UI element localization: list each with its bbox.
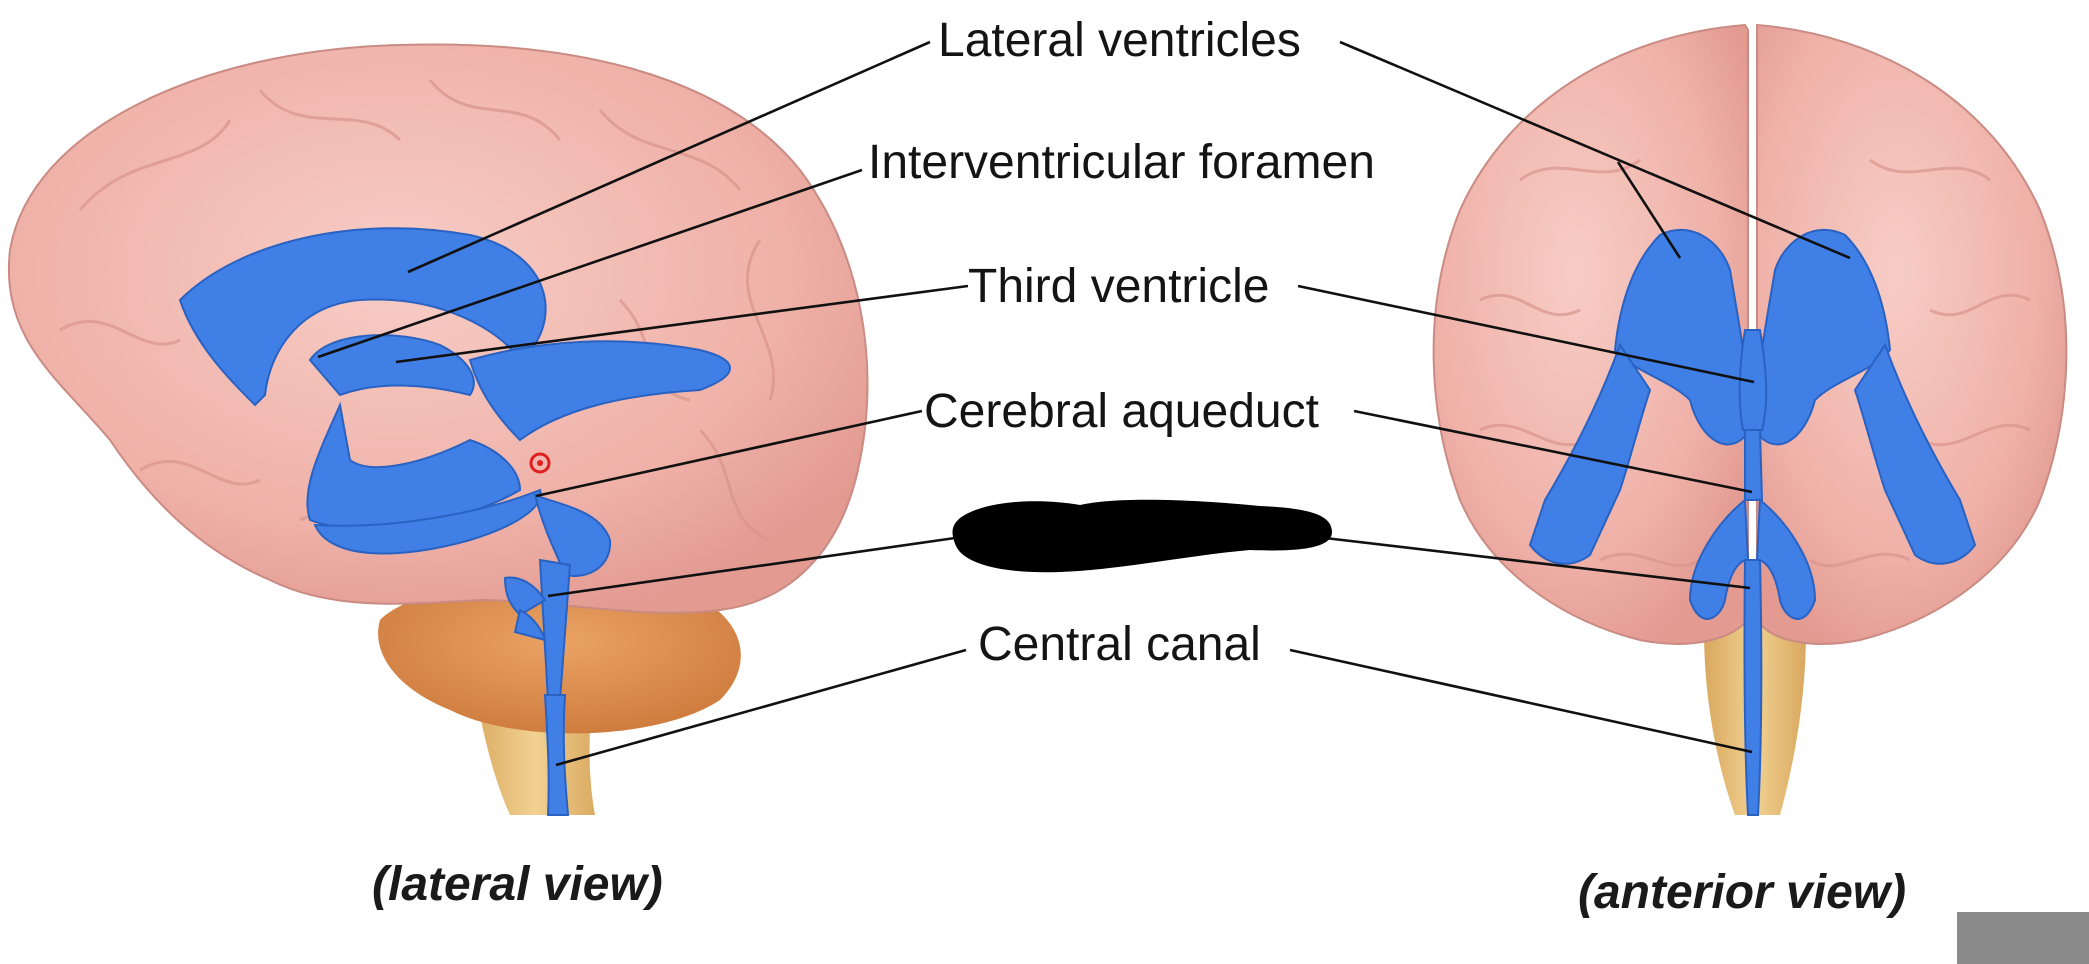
lateral-gyri bbox=[59, 79, 776, 542]
label-cerebral-aqueduct: Cerebral aqueduct bbox=[924, 385, 1319, 438]
anterior-gyri bbox=[1479, 158, 2031, 568]
labels: Lateral ventricles Interventricular fora… bbox=[868, 14, 1375, 671]
leader-central-canal-right bbox=[1289, 648, 1753, 754]
leader-fourth-ventricle-left bbox=[547, 536, 956, 598]
leader-interventricular-foramen bbox=[317, 168, 863, 359]
anterior-view-illustration bbox=[1432, 23, 2068, 816]
leader-cerebral-aqueduct-right bbox=[1353, 409, 1753, 494]
caption-anterior-view: (anterior view) bbox=[1578, 866, 1906, 919]
leader-central-canal-left bbox=[555, 648, 967, 767]
anterior-left-hemisphere bbox=[1432, 23, 1749, 645]
marker-dot bbox=[529, 452, 551, 474]
anterior-ventricles-shape bbox=[1528, 229, 1977, 816]
leader-third-ventricle-right bbox=[1297, 284, 1755, 384]
leader-lateral-ventricles-anterior-left bbox=[1616, 161, 1682, 259]
label-third-ventricle: Third ventricle bbox=[968, 260, 1269, 313]
label-central-canal: Central canal bbox=[978, 618, 1261, 671]
leader-third-ventricle-left bbox=[395, 284, 969, 364]
leader-lateral-ventricles-right bbox=[1339, 40, 1851, 260]
lateral-view-illustration bbox=[7, 43, 869, 816]
redacted-label bbox=[952, 499, 1332, 573]
label-lateral-ventricles: Lateral ventricles bbox=[938, 14, 1301, 67]
leader-fourth-ventricle-right bbox=[1324, 536, 1751, 590]
caption-lateral-view: (lateral view) bbox=[372, 858, 663, 911]
label-interventricular-foramen: Interventricular foramen bbox=[868, 136, 1375, 189]
corner-gray-overlay bbox=[1957, 912, 2089, 964]
leader-lateral-ventricles-left bbox=[407, 40, 931, 274]
lateral-ventricles-shape bbox=[178, 227, 731, 555]
leader-cerebral-aqueduct-left bbox=[535, 409, 923, 498]
leader-lines bbox=[317, 40, 1851, 767]
